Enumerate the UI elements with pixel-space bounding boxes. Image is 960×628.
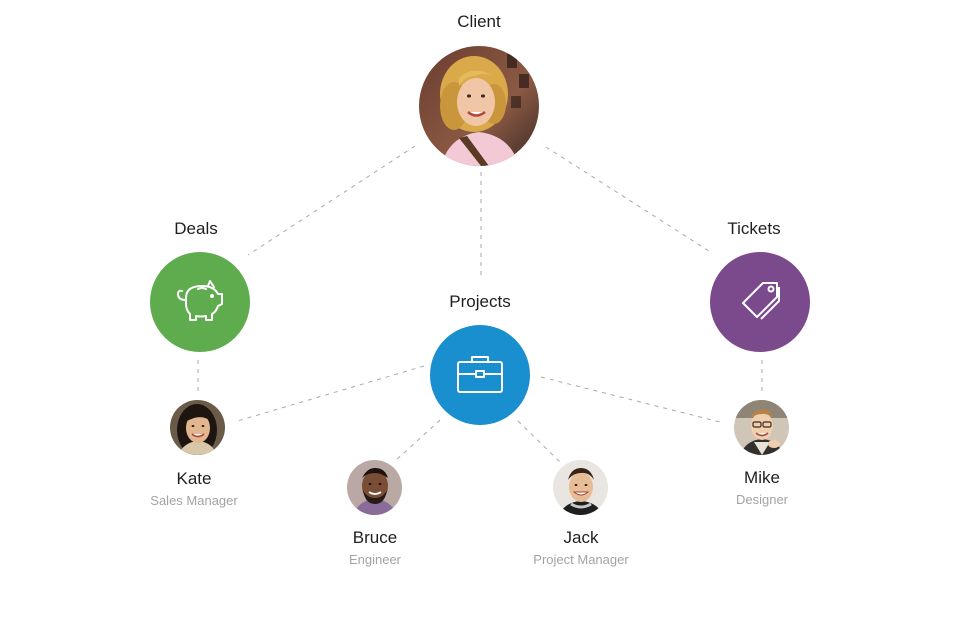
projects-node[interactable] [430, 325, 530, 425]
jack-photo [553, 460, 608, 515]
edge-projects-mike [540, 376, 721, 423]
jack-avatar[interactable] [553, 460, 608, 515]
deals-node[interactable] [150, 252, 250, 352]
piggy-bank-icon [177, 280, 223, 321]
client-label: Client [457, 12, 501, 31]
tickets-node[interactable] [710, 252, 810, 352]
edge-projects-kate [233, 365, 425, 423]
deals-label: Deals [174, 219, 218, 238]
client-avatar[interactable] [419, 46, 539, 166]
tickets-label: Tickets [727, 219, 781, 238]
edge-client-tickets [545, 146, 713, 254]
tag-icon [742, 282, 780, 320]
kate-avatar[interactable] [170, 400, 225, 455]
bruce-name: Bruce [352, 528, 398, 547]
bruce-role: Engineer [348, 552, 402, 567]
bruce-avatar[interactable] [347, 460, 402, 515]
projects-label: Projects [449, 292, 511, 311]
bruce-photo [347, 460, 402, 515]
mike-name: Mike [744, 468, 780, 487]
jack-name: Jack [563, 528, 599, 547]
briefcase-icon [457, 356, 503, 393]
client-photo [419, 46, 539, 166]
mike-photo [734, 400, 789, 455]
kate-role: Sales Manager [150, 493, 238, 508]
kate-name: Kate [176, 469, 212, 488]
edge-client-deals [247, 145, 416, 256]
mike-avatar[interactable] [734, 400, 789, 455]
edge-projects-jack [517, 420, 561, 463]
edge-projects-bruce [393, 419, 441, 463]
jack-role: Project Manager [533, 552, 629, 567]
kate-photo [170, 400, 225, 455]
mike-role: Designer [735, 492, 789, 507]
